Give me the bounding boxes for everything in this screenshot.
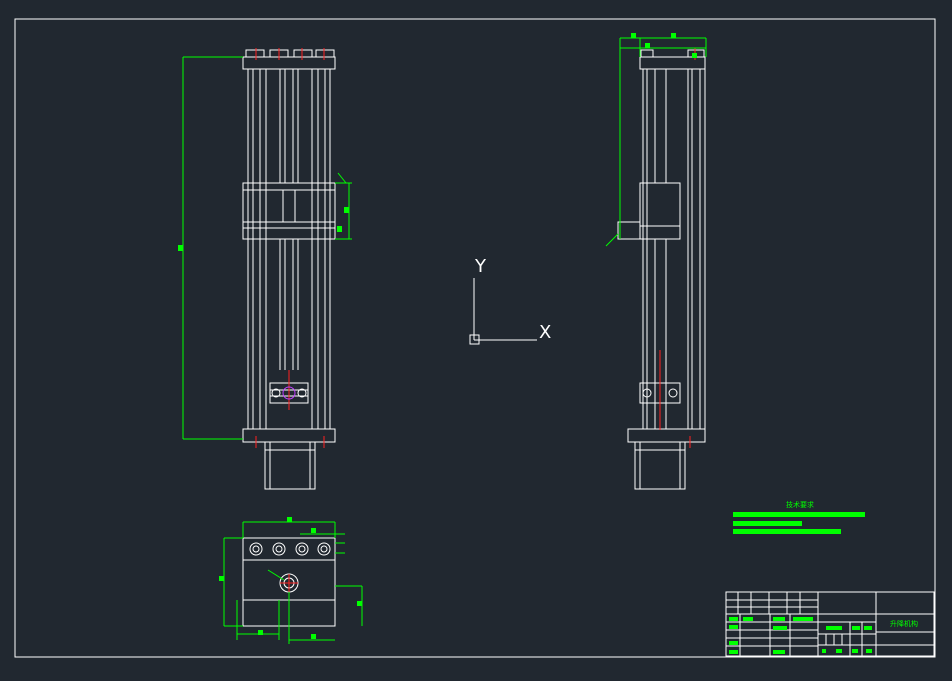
screw-center-mark — [282, 386, 296, 400]
top-dimensions — [219, 517, 363, 644]
drawing-border — [14, 18, 936, 658]
title-block — [725, 591, 935, 657]
ucs-x-label: X — [539, 322, 551, 343]
ucs-icon — [469, 278, 537, 345]
front-view[interactable] — [242, 49, 336, 490]
front-dimensions — [178, 56, 352, 440]
side-view[interactable] — [617, 49, 706, 490]
drawing-title: 升降机构 — [890, 619, 918, 628]
ucs-y-label: Y — [474, 256, 487, 277]
side-dimensions — [605, 33, 707, 247]
side-centerlines — [659, 48, 696, 448]
front-centerlines — [255, 48, 325, 448]
title-block-fills — [729, 617, 872, 654]
technical-notes: 技术要求 — [733, 500, 865, 534]
notes-title: 技术要求 — [786, 500, 814, 509]
top-centerlines — [280, 574, 298, 592]
